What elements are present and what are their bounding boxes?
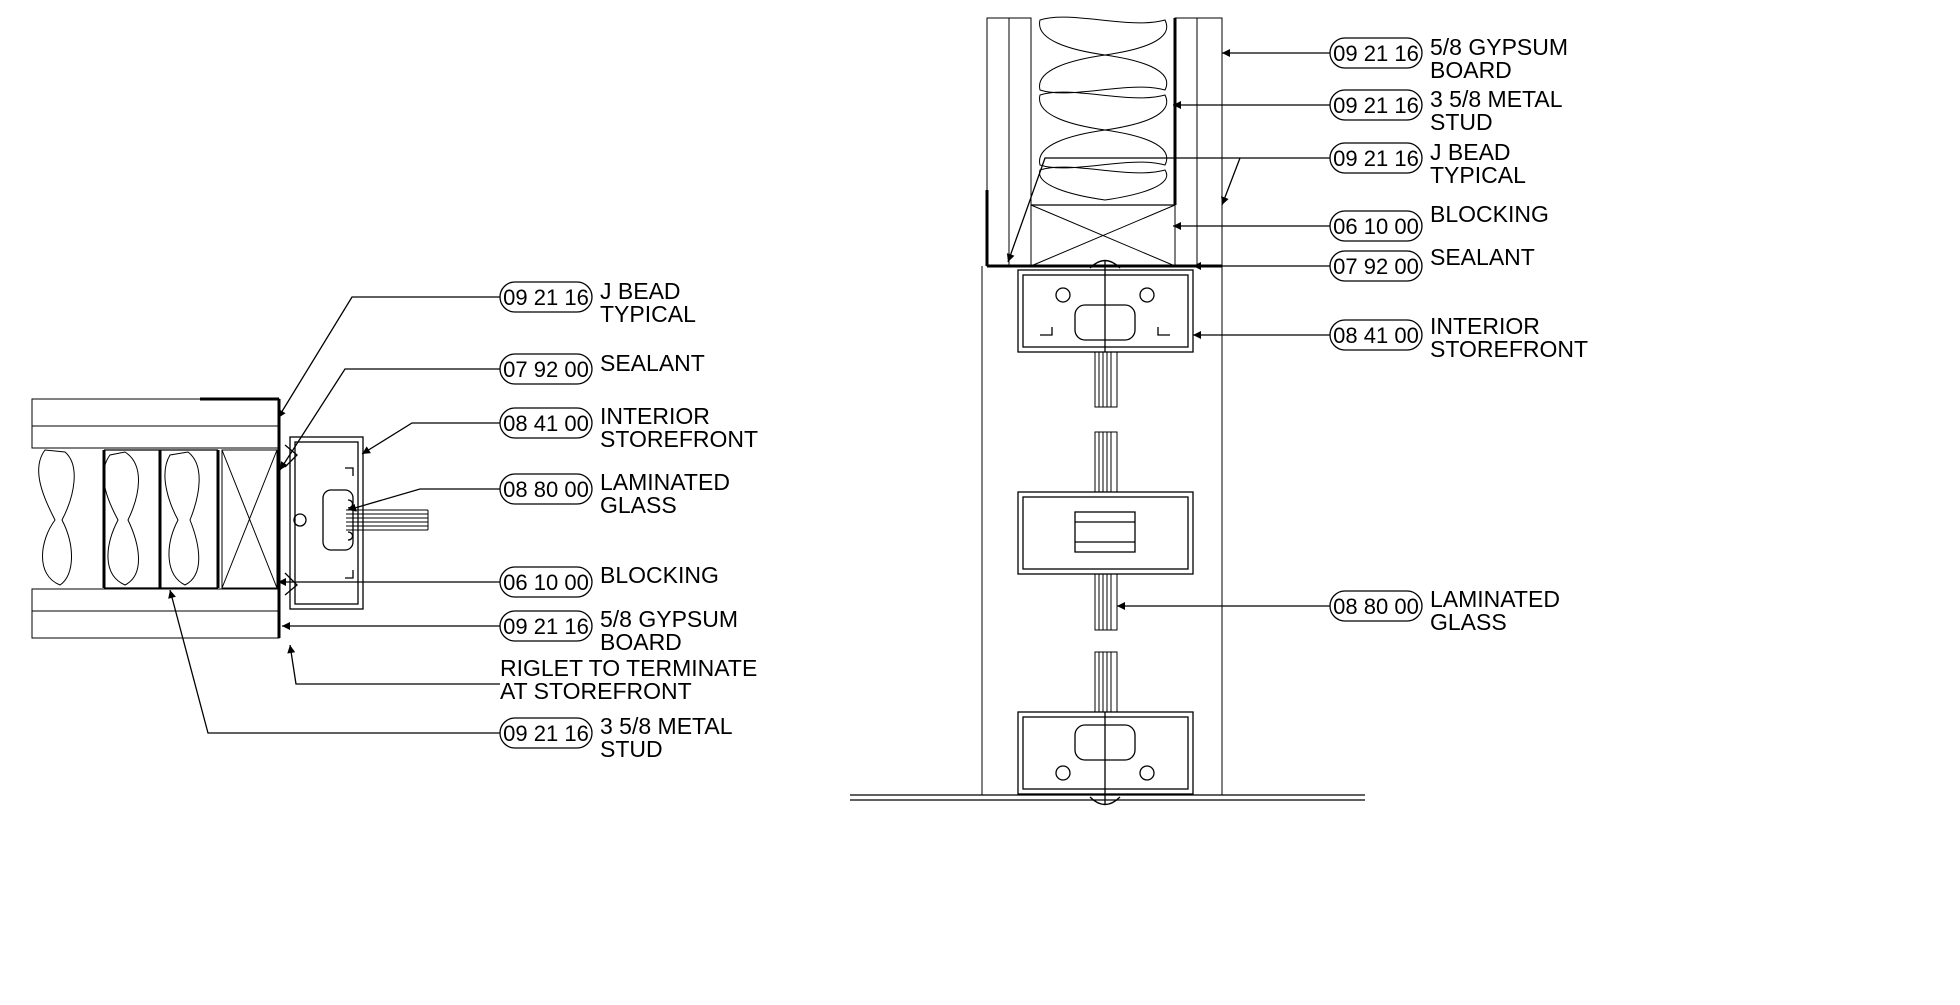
callout-label-2: STUD [600, 736, 663, 762]
gypsum-board-bottom-inner [31, 588, 280, 612]
callout-code: 07 92 00 [503, 357, 589, 382]
callout-label-1: LAMINATED [1430, 586, 1560, 612]
metal-studs [102, 449, 220, 589]
callout-label-2: BOARD [600, 629, 682, 655]
callout-label-1: J BEAD [600, 278, 681, 304]
callout-label-1: INTERIOR [600, 403, 710, 429]
callout-code: 09 21 16 [1333, 146, 1419, 171]
left-note-riglet: RIGLET TO TERMINATE AT STOREFRONT [500, 655, 757, 704]
left-leaders [168, 296, 500, 734]
storefront-sill [1017, 711, 1194, 806]
right-leaders [1006, 49, 1330, 610]
right-callout-1: 09 21 16 3 5/8 METAL STUD [1329, 86, 1563, 135]
callout-code: 08 41 00 [1333, 323, 1419, 348]
callout-label-2: GLASS [600, 492, 677, 518]
callout-label-2: TYPICAL [600, 301, 696, 327]
callout-label-1: LAMINATED [600, 469, 730, 495]
callout-code: 09 21 16 [503, 721, 589, 746]
right-callout-6: 08 80 00 LAMINATED GLASS [1329, 586, 1560, 635]
callout-code: 09 21 16 [1333, 93, 1419, 118]
callout-label-1: 3 5/8 METAL [600, 713, 733, 739]
insulation [38, 449, 200, 586]
gypsum-right-outer [1196, 17, 1223, 267]
callout-label-2: GLASS [1430, 609, 1507, 635]
gypsum-right-inner [1174, 17, 1198, 267]
callout-code: 08 41 00 [503, 411, 589, 436]
left-callout-1: 07 92 00 SEALANT [499, 350, 705, 385]
left-callout-0: 09 21 16 J BEAD TYPICAL [499, 278, 696, 327]
note-label-1: RIGLET TO TERMINATE [500, 655, 757, 681]
callout-code: 06 10 00 [1333, 214, 1419, 239]
left-plan-detail: 09 21 16 J BEAD TYPICAL 07 92 00 SEALANT… [31, 278, 758, 762]
callout-label-1: SEALANT [1430, 244, 1535, 270]
storefront-transom [1017, 491, 1194, 575]
callout-code: 09 21 16 [503, 614, 589, 639]
right-callout-0: 09 21 16 5/8 GYPSUM BOARD [1329, 34, 1568, 83]
gypsum-board-bottom [31, 610, 280, 639]
left-callout-3: 08 80 00 LAMINATED GLASS [499, 469, 730, 518]
glass-upper [1094, 351, 1118, 408]
storefront-head [1017, 259, 1194, 353]
callout-code: 09 21 16 [1333, 41, 1419, 66]
callout-label-1: BLOCKING [600, 562, 719, 588]
callout-label-1: SEALANT [600, 350, 705, 376]
blocking-section [1030, 204, 1176, 267]
left-callout-2: 08 41 00 INTERIOR STOREFRONT [499, 403, 758, 452]
left-callout-4: 06 10 00 BLOCKING [499, 562, 719, 598]
laminated-glass-plan [346, 509, 429, 531]
insulation-section [1039, 16, 1168, 201]
callout-code: 08 80 00 [1333, 594, 1419, 619]
callout-label-2: STOREFRONT [1430, 336, 1588, 362]
blocking [221, 449, 278, 589]
callout-code: 07 92 00 [1333, 254, 1419, 279]
right-callout-3: 06 10 00 BLOCKING [1329, 201, 1549, 242]
left-callout-5: 09 21 16 5/8 GYPSUM BOARD [499, 606, 738, 655]
note-label-2: AT STOREFRONT [500, 678, 692, 704]
gypsum-board-top-inner [31, 425, 280, 449]
right-callout-5: 08 41 00 INTERIOR STOREFRONT [1329, 313, 1588, 362]
gypsum-board-top [31, 398, 280, 427]
callout-label-1: 3 5/8 METAL [1430, 86, 1563, 112]
right-section-detail: 09 21 16 5/8 GYPSUM BOARD 09 21 16 3 5/8… [850, 16, 1588, 806]
callout-label-1: 5/8 GYPSUM [600, 606, 738, 632]
callout-code: 09 21 16 [503, 285, 589, 310]
callout-label-2: BOARD [1430, 57, 1512, 83]
callout-label-1: BLOCKING [1430, 201, 1549, 227]
callout-code: 08 80 00 [503, 477, 589, 502]
callout-code: 06 10 00 [503, 570, 589, 595]
storefront-frame [284, 436, 364, 610]
right-callout-2: 09 21 16 J BEAD TYPICAL [1329, 139, 1526, 188]
callout-label-2: STOREFRONT [600, 426, 758, 452]
callout-label-1: INTERIOR [1430, 313, 1540, 339]
gypsum-left-outer [986, 17, 1010, 267]
glass-mid-upper [1094, 431, 1118, 493]
callout-label-1: J BEAD [1430, 139, 1511, 165]
right-callout-4: 07 92 00 SEALANT [1329, 244, 1535, 282]
left-callout-6: 09 21 16 3 5/8 METAL STUD [499, 713, 733, 762]
callout-label-1: 5/8 GYPSUM [1430, 34, 1568, 60]
glass-lower [1094, 573, 1118, 713]
callout-label-2: STUD [1430, 109, 1493, 135]
callout-label-2: TYPICAL [1430, 162, 1526, 188]
